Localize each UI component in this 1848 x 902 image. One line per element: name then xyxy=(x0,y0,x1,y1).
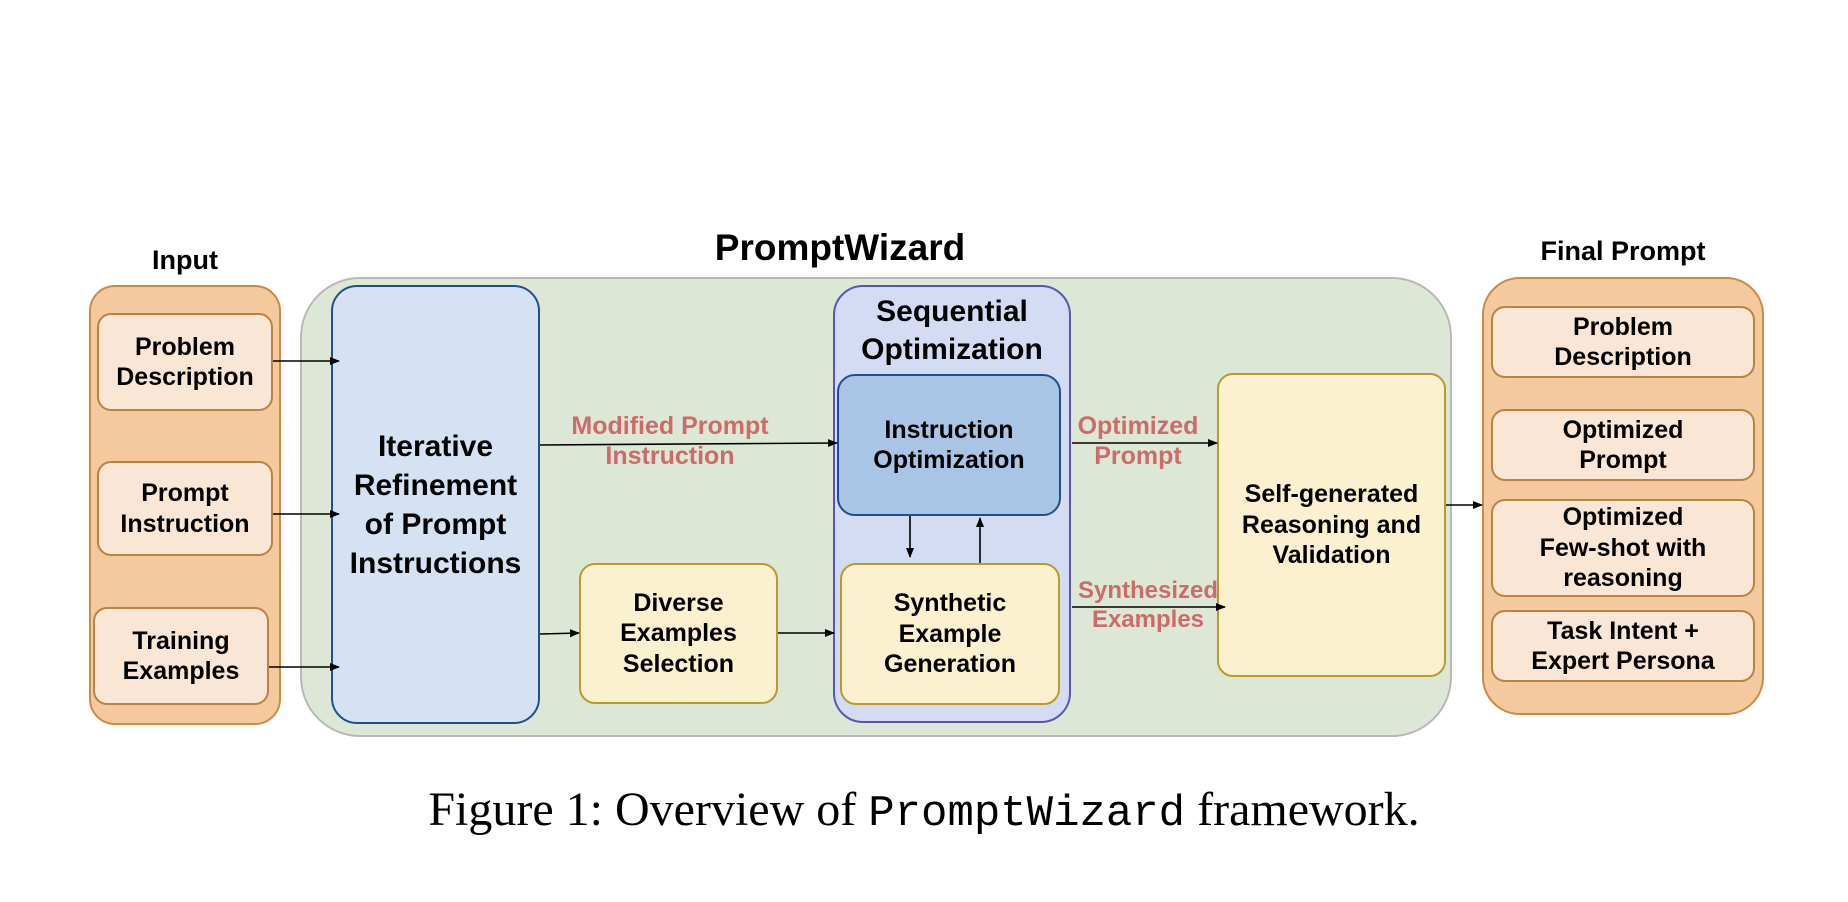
input-problem-description: Problem Description xyxy=(97,313,273,411)
final-task-intent-persona: Task Intent + Expert Persona xyxy=(1491,610,1755,682)
iterative-refinement-node: Iterative Refinement of Prompt Instructi… xyxy=(331,285,540,724)
arrow-iterative-to-instruction-opt xyxy=(539,439,838,448)
promptwizard-heading: PromptWizard xyxy=(714,227,966,268)
input-heading: Input xyxy=(152,245,218,275)
final-optimized-prompt: Optimized Prompt xyxy=(1491,409,1755,481)
final-prompt-heading: Final Prompt xyxy=(1540,236,1706,266)
synthesized-examples-label: Synthesized Examples xyxy=(1077,577,1219,633)
figure-caption: Figure 1: Overview of PromptWizard frame… xyxy=(0,782,1848,839)
input-prompt-instruction: Prompt Instruction xyxy=(97,461,273,556)
input-training-examples: Training Examples xyxy=(93,607,269,705)
diverse-examples-selection-node: Diverse Examples Selection xyxy=(579,563,778,704)
instruction-optimization-node: Instruction Optimization xyxy=(837,374,1061,516)
final-problem-description: Problem Description xyxy=(1491,306,1755,378)
sequential-optimization-heading: Sequential Optimization xyxy=(861,295,1043,366)
caption-code: PromptWizard xyxy=(868,789,1186,839)
caption-prefix: Figure 1: Overview of xyxy=(428,783,869,836)
self-generated-reasoning-node: Self-generated Reasoning and Validation xyxy=(1217,373,1446,677)
arrow-iterative-to-diverse xyxy=(539,629,580,638)
caption-suffix: framework. xyxy=(1185,783,1420,836)
modified-prompt-instruction-label: Modified Prompt Instruction xyxy=(571,412,769,470)
synthetic-example-generation-node: Synthetic Example Generation xyxy=(840,563,1060,705)
optimized-prompt-label: Optimized Prompt xyxy=(1077,412,1199,470)
final-optimized-few-shot: Optimized Few-shot with reasoning xyxy=(1491,499,1755,597)
